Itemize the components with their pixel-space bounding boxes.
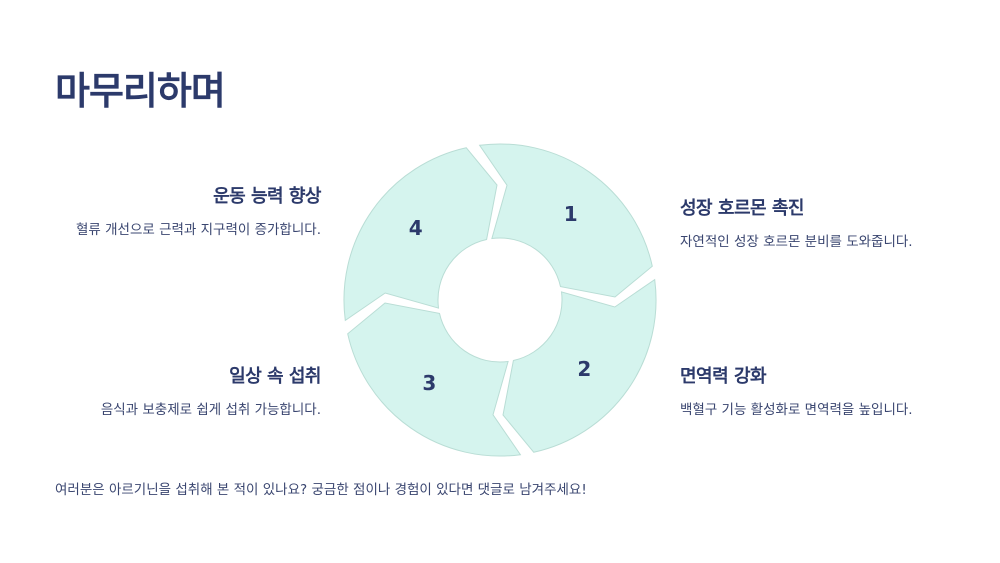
closing-question: 여러분은 아르기닌을 섭취해 본 적이 있나요? 궁금한 점이나 경험이 있다면… bbox=[55, 482, 587, 498]
benefit-text-4: 음식과 보충제로 쉽게 섭취 가능합니다. bbox=[100, 402, 321, 418]
benefit-heading-4: 일상 속 섭취 bbox=[229, 366, 321, 387]
benefit-heading-2: 성장 호르몬 촉진 bbox=[680, 198, 804, 219]
cycle-number-2: 2 bbox=[577, 357, 591, 381]
cycle-number-1: 1 bbox=[564, 202, 578, 226]
cycle-segment-2 bbox=[502, 278, 657, 453]
benefit-item-3: 면역력 강화 백혈구 기능 활성화로 면역력을 높입니다. bbox=[680, 362, 970, 422]
cycle-segment-1 bbox=[478, 143, 653, 298]
benefit-heading-1: 운동 능력 향상 bbox=[213, 186, 321, 207]
benefit-item-4: 일상 속 섭취 음식과 보충제로 쉽게 섭취 가능합니다. bbox=[55, 362, 322, 422]
benefit-text-2: 자연적인 성장 호르몬 분비를 도와줍니다. bbox=[680, 234, 913, 250]
benefit-text-1: 혈류 개선으로 근력과 지구력이 증가합니다. bbox=[75, 222, 321, 238]
page-title: 마무리하며 bbox=[55, 69, 226, 113]
cycle-segment-4 bbox=[343, 147, 498, 322]
cycle-number-3: 3 bbox=[422, 371, 436, 395]
benefit-item-1: 운동 능력 향상 혈류 개선으로 근력과 지구력이 증가합니다. bbox=[55, 182, 322, 242]
benefit-item-2: 성장 호르몬 촉진 자연적인 성장 호르몬 분비를 도와줍니다. bbox=[680, 194, 970, 254]
cycle-diagram: 1 2 3 4 bbox=[343, 143, 657, 457]
cycle-number-4: 4 bbox=[409, 216, 423, 240]
cycle-segment-3 bbox=[347, 302, 522, 457]
benefit-text-3: 백혈구 기능 활성화로 면역력을 높입니다. bbox=[680, 402, 913, 418]
benefit-heading-3: 면역력 강화 bbox=[680, 366, 767, 387]
